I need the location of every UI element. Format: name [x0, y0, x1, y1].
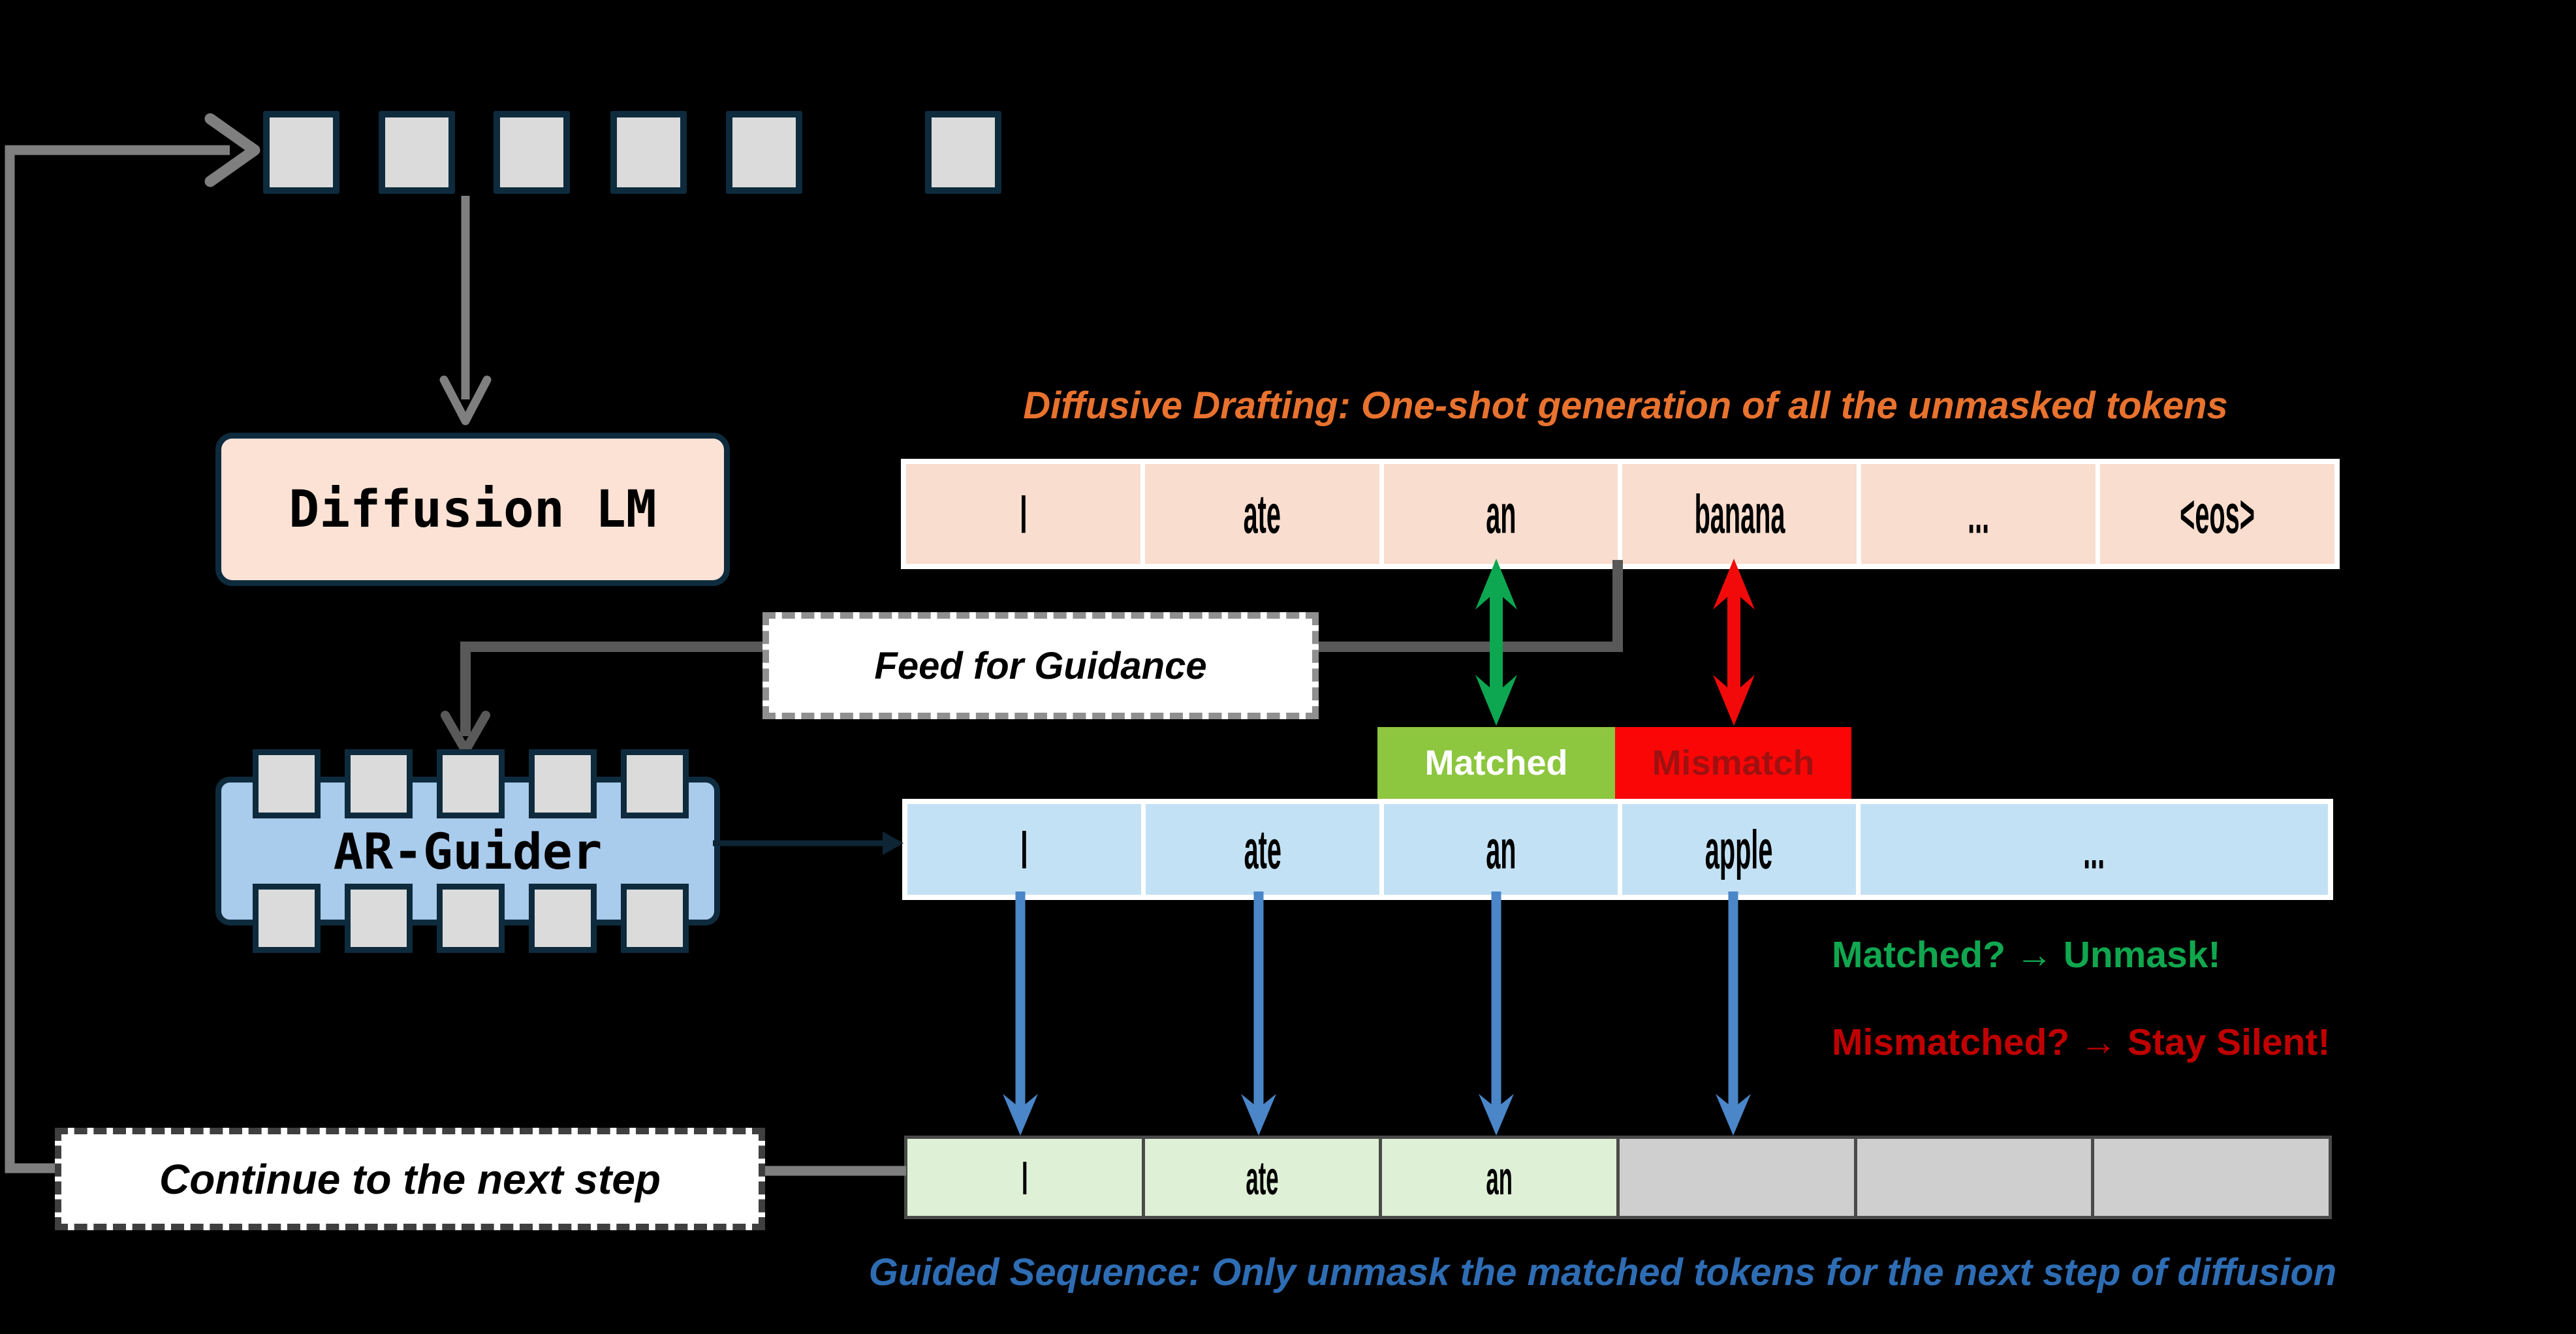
chip-pin — [437, 749, 505, 818]
mismatch-tag: Mismatch — [1615, 727, 1851, 799]
chip-pin — [437, 884, 505, 953]
drafting-caption: Diffusive Drafting: One-shot generation … — [1023, 384, 2228, 427]
matched-tag-label: Matched — [1424, 743, 1568, 783]
guided-token-cell-masked — [2094, 1139, 2329, 1216]
guider-token-cell: I — [907, 804, 1141, 895]
draft-token-cell: ate — [1144, 464, 1379, 564]
chip-pin — [253, 749, 321, 818]
mismatched-rule-text: Mismatched? → Stay Silent! — [1832, 1021, 2331, 1063]
draft-token-cell: <eos> — [2100, 464, 2334, 564]
mask-token-square-3 — [494, 111, 570, 194]
mismatch-tag-label: Mismatch — [1652, 743, 1815, 783]
diffusion-lm-label: Diffusion LM — [289, 480, 657, 539]
guider-token-row: I ate an apple ... — [902, 799, 2333, 900]
chip-pin — [529, 749, 597, 818]
guided-caption: Guided Sequence: Only unmask the matched… — [868, 1251, 2337, 1294]
continue-box-label: Continue to the next step — [159, 1155, 661, 1203]
chip-arrowhead-icon — [883, 831, 903, 855]
mask-token-square-1 — [263, 111, 339, 194]
mask-token-square-2 — [379, 111, 455, 194]
matched-tag: Matched — [1377, 727, 1615, 799]
guider-token-cell: ate — [1146, 804, 1379, 895]
draft-token-row: I ate an banana ... <eos> — [901, 459, 2340, 569]
chip-pin — [621, 749, 689, 818]
feed-for-guidance-label: Feed for Guidance — [874, 644, 1207, 687]
draft-token-cell: banana — [1622, 464, 1857, 564]
mask-token-square-4 — [610, 111, 687, 194]
chip-pin — [253, 884, 321, 953]
loop-arrow — [5, 113, 260, 1173]
continue-box: Continue to the next step — [55, 1128, 765, 1230]
mismatch-arrow — [1713, 559, 1755, 726]
feed-for-guidance-box: Feed for Guidance — [762, 612, 1319, 719]
diffusion-lm-box: Diffusion LM — [215, 433, 730, 586]
unmask-arrow-3 — [1479, 892, 1514, 1136]
draft-token-cell: I — [906, 464, 1140, 564]
guider-token-cell: apple — [1622, 804, 1856, 895]
guided-token-row: I ate an — [904, 1136, 2332, 1219]
guided-token-cell-masked — [1620, 1139, 1854, 1216]
guider-token-cell: an — [1384, 804, 1618, 895]
guided-token-cell-masked — [1857, 1139, 2092, 1216]
down-arrowhead-icon — [439, 375, 492, 426]
chip-pin — [345, 749, 413, 818]
chip-pin — [345, 884, 413, 953]
unmask-arrow-4 — [1716, 892, 1751, 1136]
guided-token-cell-unmasked: an — [1382, 1139, 1617, 1216]
matched-rule-text: Matched? → Unmask! — [1832, 934, 2221, 976]
to-diffusion-arrow — [439, 196, 492, 426]
mask-token-square-6 — [925, 111, 1001, 194]
chip-pin — [621, 884, 689, 953]
guided-token-cell-unmasked: ate — [1144, 1139, 1379, 1216]
chip-pin — [529, 884, 597, 953]
chip-to-row-arrow — [713, 831, 903, 855]
ar-guider-label: AR-Guider — [333, 822, 603, 880]
feed-arrowhead-icon — [441, 711, 490, 755]
matched-arrow — [1475, 559, 1517, 726]
draft-token-cell: ... — [1861, 464, 2096, 564]
draft-token-cell: an — [1383, 464, 1618, 564]
guider-token-cell: ... — [1861, 804, 2328, 895]
unmask-arrow-2 — [1241, 892, 1276, 1136]
mask-token-square-5 — [726, 111, 802, 194]
guided-token-cell-unmasked: I — [907, 1139, 1142, 1216]
unmask-arrow-1 — [1003, 892, 1038, 1136]
loop-arrowhead-icon — [204, 113, 260, 187]
